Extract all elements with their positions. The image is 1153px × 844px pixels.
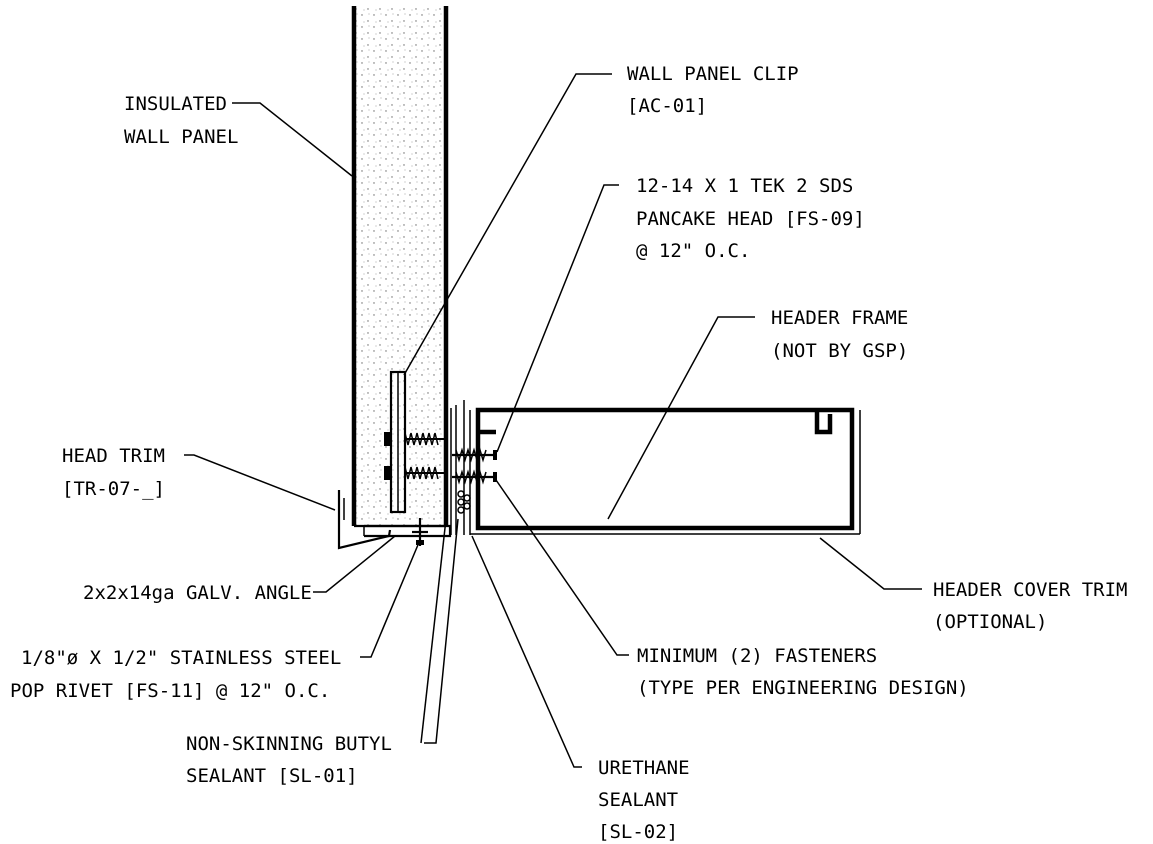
label-min-fasteners: MINIMUM (2) FASTENERS (TYPE PER ENGINEER…	[637, 645, 969, 699]
svg-text:1/8"ø X 1/2" STAINLESS STEEL: 1/8"ø X 1/2" STAINLESS STEEL	[21, 647, 341, 669]
label-pop-rivet: 1/8"ø X 1/2" STAINLESS STEEL POP RIVET […	[10, 647, 341, 702]
svg-text:WALL PANEL CLIP: WALL PANEL CLIP	[627, 63, 799, 85]
svg-text:HEAD TRIM: HEAD TRIM	[62, 445, 165, 467]
svg-text:12-14 X 1 TEK 2 SDS: 12-14 X 1 TEK 2 SDS	[636, 175, 853, 197]
svg-text:[SL-02]: [SL-02]	[598, 821, 678, 843]
svg-text:@ 12" O.C.: @ 12" O.C.	[636, 240, 750, 262]
svg-text:URETHANE: URETHANE	[598, 757, 690, 779]
svg-text:[TR-07-_]: [TR-07-_]	[62, 478, 165, 500]
label-tek-screw: 12-14 X 1 TEK 2 SDS PANCAKE HEAD [FS-09]…	[636, 175, 865, 262]
svg-text:(TYPE PER ENGINEERING DESIGN): (TYPE PER ENGINEERING DESIGN)	[637, 677, 969, 699]
label-insulated-wall-panel: INSULATED WALL PANEL	[124, 93, 238, 148]
svg-text:HEADER COVER TRIM: HEADER COVER TRIM	[933, 579, 1127, 601]
header-cover-trim	[470, 410, 861, 535]
svg-text:MINIMUM (2) FASTENERS: MINIMUM (2) FASTENERS	[637, 645, 877, 667]
svg-text:2x2x14ga GALV. ANGLE: 2x2x14ga GALV. ANGLE	[83, 582, 312, 604]
svg-text:SEALANT [SL-01]: SEALANT [SL-01]	[186, 765, 358, 787]
label-header-cover-trim: HEADER COVER TRIM (OPTIONAL)	[933, 579, 1127, 633]
svg-text:[AC-01]: [AC-01]	[627, 95, 707, 117]
header-frame-lip	[814, 410, 833, 435]
label-urethane-sealant: URETHANE SEALANT [SL-02]	[598, 757, 690, 843]
svg-text:(NOT BY GSP): (NOT BY GSP)	[771, 340, 908, 362]
insulated-wall-panel	[351, 6, 449, 528]
label-galv-angle: 2x2x14ga GALV. ANGLE	[83, 582, 312, 604]
svg-text:PANCAKE HEAD [FS-09]: PANCAKE HEAD [FS-09]	[636, 208, 865, 230]
svg-text:NON-SKINNING BUTYL: NON-SKINNING BUTYL	[186, 733, 392, 755]
svg-text:HEADER FRAME: HEADER FRAME	[771, 307, 908, 329]
leader-lines	[184, 73, 922, 768]
butyl-sealant-beads	[450, 400, 471, 535]
label-butyl-sealant: NON-SKINNING BUTYL SEALANT [SL-01]	[186, 733, 392, 787]
svg-text:POP RIVET [FS-11] @ 12" O.C.: POP RIVET [FS-11] @ 12" O.C.	[10, 680, 330, 702]
svg-text:(OPTIONAL): (OPTIONAL)	[933, 611, 1047, 633]
tek-screws	[452, 447, 497, 485]
galv-angle	[363, 524, 452, 538]
svg-text:INSULATED: INSULATED	[124, 93, 227, 115]
svg-text:WALL PANEL: WALL PANEL	[124, 126, 238, 148]
label-wall-panel-clip: WALL PANEL CLIP [AC-01]	[627, 63, 799, 117]
svg-text:SEALANT: SEALANT	[598, 789, 678, 811]
header-frame	[475, 407, 855, 531]
head-trim	[337, 490, 392, 550]
label-header-frame: HEADER FRAME (NOT BY GSP)	[771, 307, 908, 362]
label-head-trim: HEAD TRIM [TR-07-_]	[62, 445, 165, 500]
clip-fasteners	[384, 432, 448, 480]
